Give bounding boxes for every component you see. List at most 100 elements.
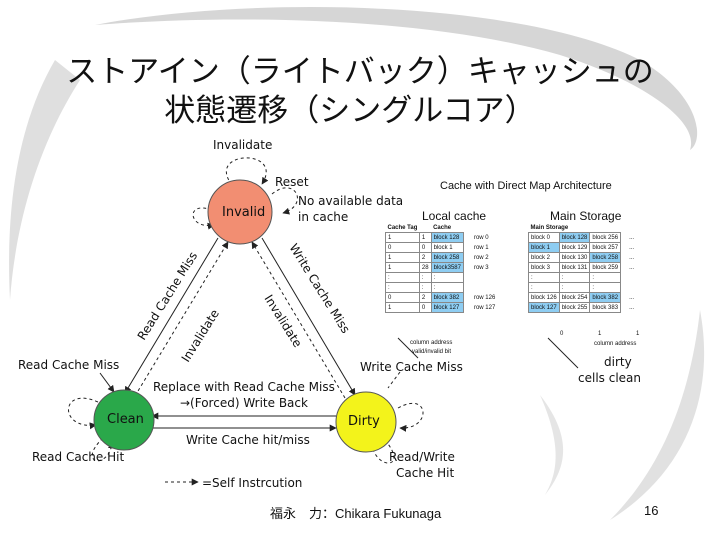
- edge-dirty-to-invalid-invalidate: [251, 241, 346, 399]
- cache-cell: :: [418, 272, 432, 283]
- main-storage-cell: block 127: [528, 302, 560, 313]
- cache-column-address-label: column address: [410, 340, 453, 346]
- label-read-cache-miss: Read Cache Miss: [18, 358, 120, 372]
- cache-cell: 2: [418, 252, 432, 263]
- cache-cell: [463, 283, 497, 293]
- invalid-self-loop-reset: [271, 187, 298, 215]
- label-read-cache-hit: Read Cache Hit: [32, 450, 125, 464]
- label-replace-line-1: Replace with Read Cache Miss: [153, 380, 335, 394]
- valid-bit-pointer: [397, 337, 419, 359]
- cache-cell: 2: [418, 292, 432, 303]
- main-storage-row: :::: [528, 272, 637, 283]
- state-invalid-label: Invalid: [222, 205, 266, 220]
- main-storage-cell: ...: [629, 294, 635, 301]
- cache-cell: row 2: [473, 254, 489, 261]
- label-write-cache-miss: Write Cache Miss: [360, 360, 463, 374]
- main-storage-cell: block 130: [558, 252, 591, 263]
- label-rw-hit-line-1: Read/Write: [389, 450, 455, 464]
- cache-cell: 1: [385, 252, 420, 263]
- cache-cell: :: [385, 272, 420, 283]
- main-storage-cell: block 258: [589, 252, 622, 263]
- main-storage-cell: ...: [629, 254, 635, 261]
- cache-cell: 1: [385, 302, 420, 313]
- cache-header-cell: [463, 223, 497, 233]
- main-storage-header: Main Storage: [530, 224, 569, 231]
- cache-cell: 1: [418, 232, 432, 243]
- main-storage-cell: ...: [629, 264, 635, 271]
- dirty-cells-pointer: [547, 337, 579, 369]
- state-invalid-circle: [207, 179, 273, 245]
- label-no-data-line-2: in cache: [298, 210, 349, 224]
- main-storage-cell: block 257: [589, 242, 622, 253]
- cache-figure-title: Cache with Direct Map Architecture: [440, 180, 612, 192]
- main-storage-cell: block 126: [528, 292, 560, 303]
- main-storage-cell: block 383: [589, 302, 622, 313]
- main-storage-cell: block 1: [528, 242, 560, 253]
- cache-cell: block 258: [430, 252, 464, 263]
- label-write-hit-miss: Write Cache hit/miss: [186, 433, 310, 447]
- cache-cell: row 127: [473, 304, 496, 311]
- cache-cell: 28: [418, 262, 432, 273]
- main-storage-cell: ...: [629, 304, 635, 311]
- cache-cell: block 128: [430, 232, 464, 243]
- cache-row: :::: [385, 272, 498, 283]
- cache-row: :::: [385, 282, 498, 293]
- invalid-self-loop-left: [192, 207, 215, 230]
- main-storage-cell: block 382: [589, 292, 622, 303]
- cache-cell: 0: [385, 242, 420, 253]
- edge-invalid-to-clean-read-miss: [124, 237, 219, 394]
- main-storage-cell: ...: [629, 234, 635, 241]
- main-column-number: 1: [636, 331, 640, 337]
- main-storage-row: :::: [528, 282, 637, 293]
- main-storage-cell: :: [589, 282, 622, 293]
- state-dirty-circle: [335, 391, 397, 453]
- main-storage-cell: :: [558, 272, 591, 283]
- label-dirty: dirty: [604, 355, 632, 369]
- page-number: 16: [644, 503, 659, 518]
- state-clean-circle: [93, 389, 155, 451]
- cache-cell: 1: [385, 232, 420, 243]
- slide-title-line-2: 状態遷移（シングルコア）: [164, 93, 536, 129]
- main-storage-cell: block 259: [589, 262, 622, 273]
- label-replace-line-2: →(Forced) Write Back: [180, 396, 308, 410]
- label-reset: Reset: [275, 175, 309, 189]
- label-no-data-line-1: No available data: [298, 194, 404, 208]
- cache-header-cell: Cache Tag: [387, 224, 418, 231]
- label-cells-clean: cells clean: [578, 371, 641, 385]
- main-storage-cell: [621, 283, 637, 293]
- main-storage-cell: :: [558, 282, 591, 293]
- cache-cell: row 1: [473, 244, 489, 251]
- cache-cell: 1: [385, 262, 420, 273]
- main-storage-cell: block 3: [528, 262, 560, 273]
- main-storage-cell: block 0: [528, 232, 560, 243]
- main-storage-cell: ...: [629, 244, 635, 251]
- edge-invalid-to-dirty-write-miss: [261, 237, 356, 396]
- cache-cell: :: [430, 282, 464, 293]
- main-storage-cell: block 255: [558, 302, 591, 313]
- cache-cell: :: [385, 282, 420, 293]
- cache-cell: row 3: [473, 264, 489, 271]
- cache-header-cell: [419, 223, 431, 233]
- main-storage-cell: block 256: [589, 232, 622, 243]
- dirty-self-loop-right: [397, 402, 424, 432]
- footer-author: 福永 力：Chikara Fukunaga: [270, 506, 442, 521]
- cache-cell: :: [430, 272, 464, 283]
- legend-self-instruction: =Self Instrcution: [202, 476, 303, 490]
- main-storage-cell: block 131: [558, 262, 591, 273]
- label-invalidate-top: Invalidate: [213, 138, 273, 152]
- main-storage-cell: :: [589, 272, 622, 283]
- clean-self-loop-left: [68, 397, 99, 430]
- cache-cell: block 127: [430, 302, 464, 313]
- valid-invalid-bit-label: valid/invalid bit: [412, 349, 452, 355]
